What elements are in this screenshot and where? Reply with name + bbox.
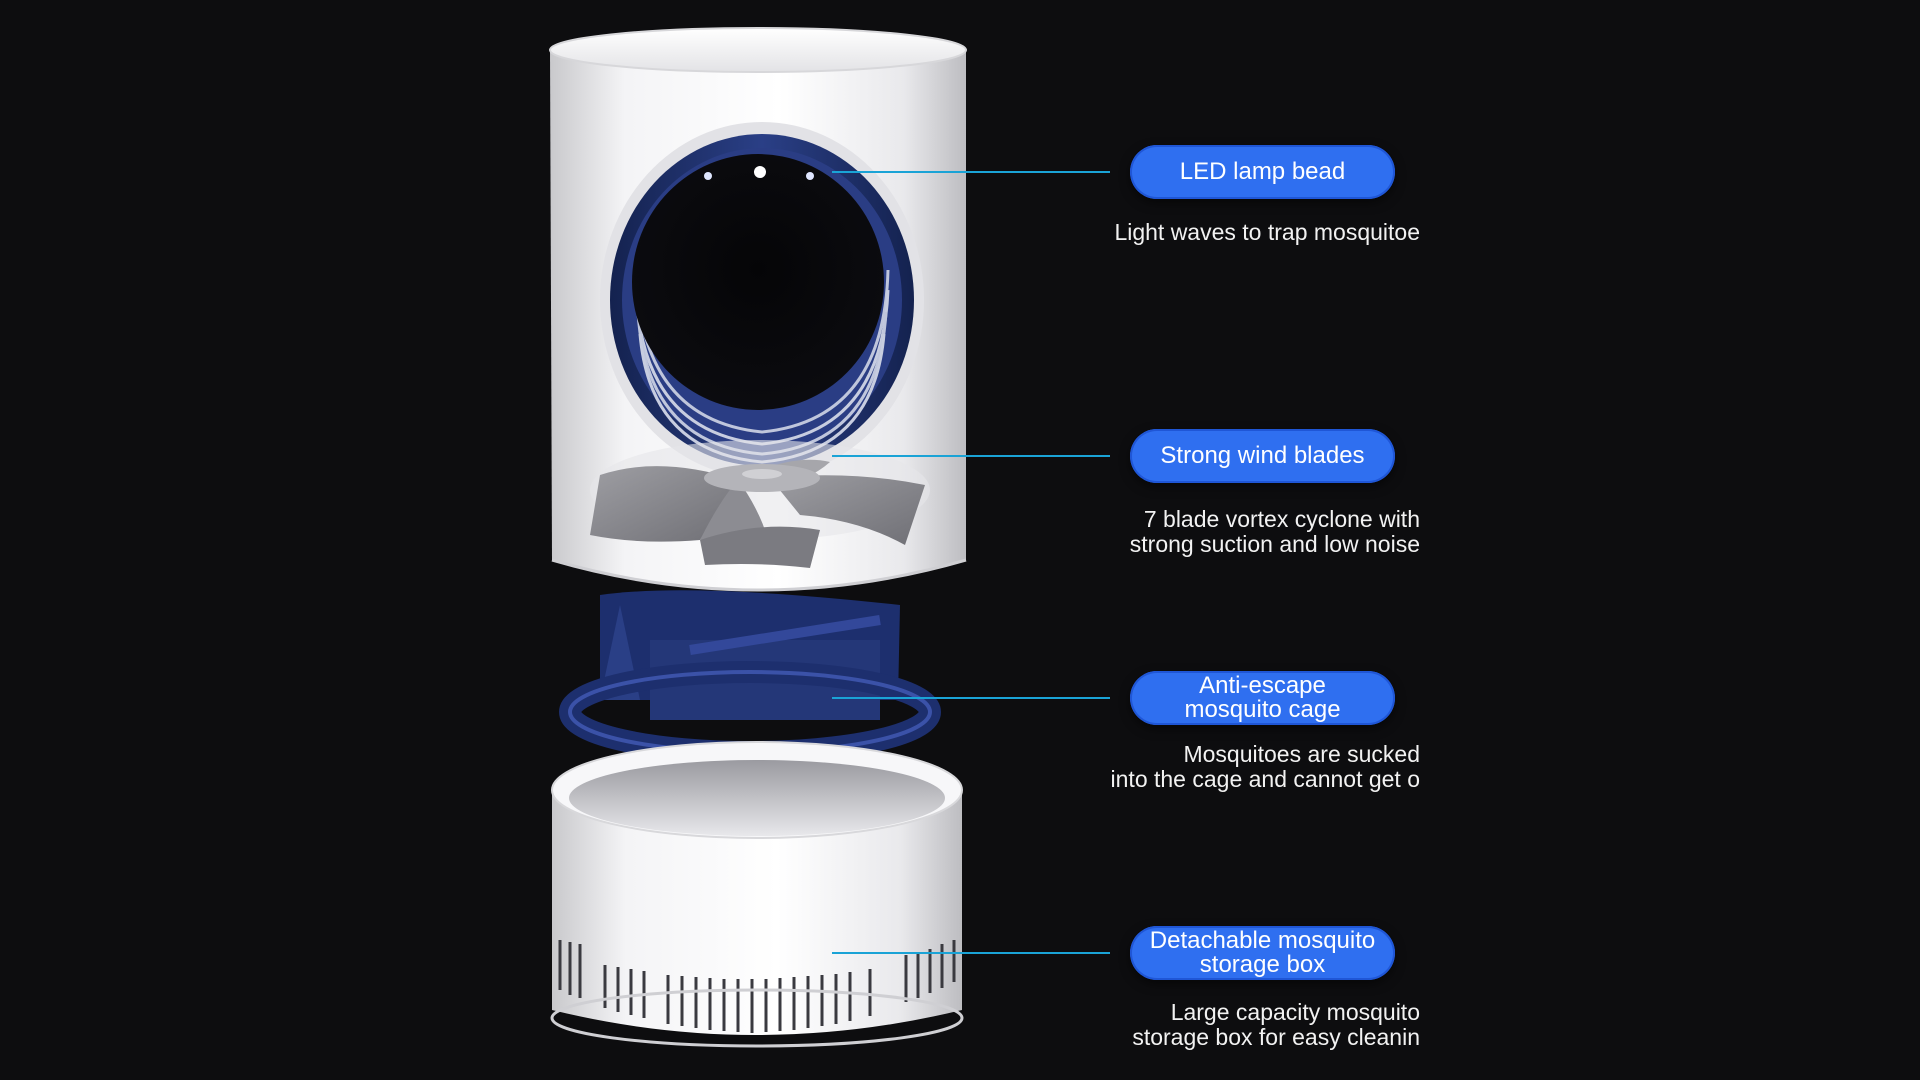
led-ring — [600, 122, 924, 478]
callout-detachable-storage-box: Detachable mosquito storage box — [1130, 926, 1395, 980]
vent-slots — [558, 940, 956, 1033]
fan-blades — [590, 440, 930, 568]
callout-label: LED lamp bead — [1179, 158, 1346, 185]
callout-led-lamp-bead: LED lamp bead — [1130, 145, 1395, 199]
callout-label: Strong wind blades — [1160, 442, 1365, 469]
callout-description: 7 blade vortex cyclone with strong sucti… — [1129, 507, 1420, 557]
callout-label: Detachable mosquito storage box — [1149, 927, 1376, 978]
callout-label: Anti-escape mosquito cage — [1184, 672, 1341, 723]
callout-strong-wind-blades: Strong wind blades — [1130, 429, 1395, 483]
callout-description: Large capacity mosquito storage box for … — [1132, 1000, 1420, 1050]
leader-lines — [832, 171, 1110, 954]
storage-box — [550, 741, 964, 1048]
callout-description: Light waves to trap mosquitoe — [1114, 220, 1420, 245]
callout-anti-escape-cage: Anti-escape mosquito cage — [1130, 671, 1395, 725]
mosquito-cage — [559, 590, 941, 799]
callout-description: Mosquitoes are sucked into the cage and … — [1110, 742, 1420, 792]
